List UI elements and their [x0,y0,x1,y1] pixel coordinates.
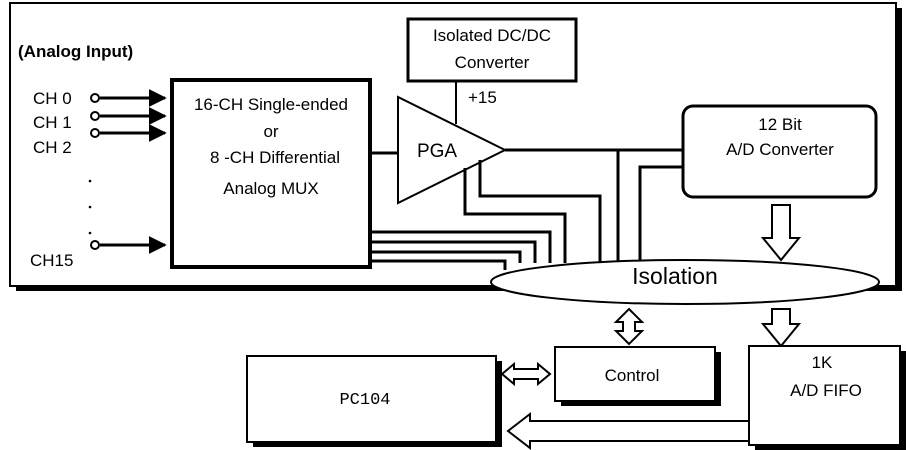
channel-input-1 [90,107,167,125]
pc104-block: PC104 [246,355,502,447]
analog-mux-block: 16-CH Single-ended or 8 -CH Differential… [170,78,372,269]
channel-input-0 [90,89,167,107]
adc-label-line1: 12 Bit [758,115,802,134]
channel-input-15 [90,236,167,254]
control-label: Control [605,366,660,385]
adc-label-line2: A/D Converter [726,140,834,159]
control-block: Control [554,346,721,406]
mux-label-line3: 8 -CH Differential [210,148,340,167]
fifo-label-line2: A/D FIFO [790,381,862,400]
pga-gain-lines [463,160,602,263]
channel-inputs [90,89,167,254]
fifo-label-line1: 1K [812,353,833,372]
pga-amplifier: PGA [397,95,508,205]
channel-labels: CH 0 CH 1 CH 2 CH15 [30,89,73,270]
dcdc-label-line1: Isolated DC/DC [433,26,551,45]
adc-block: 12 Bit A/D Converter [681,104,878,199]
fifo-to-pc104-arrow [506,411,750,450]
dcdc-label-line2: Converter [455,53,530,72]
mux-label-line2: or [263,122,278,141]
pga-to-adc-line [505,148,683,263]
analog-input-title: (Analog Input) [18,42,133,61]
isolation-label: Isolation [632,263,718,289]
mux-control-lines [370,230,552,270]
mux-label-line1: 16-CH Single-ended [194,95,348,114]
channel-input-2 [90,124,167,142]
isolation-control-arrow [613,307,645,346]
channel-ellipsis [88,179,92,235]
adc-to-isolation-arrow [760,204,802,262]
channel-label-15: CH15 [30,251,73,270]
channel-label-0: CH 0 [33,89,72,108]
pc104-label: PC104 [339,391,390,410]
channel-label-2: CH 2 [33,138,72,157]
pc104-control-arrow [500,361,552,387]
pga-label: PGA [417,141,457,162]
mux-label-line4: Analog MUX [223,179,318,198]
isolation-barrier: Isolation [490,259,880,305]
supply-label: +15 [468,88,497,107]
adc-control-line [638,165,683,263]
fifo-block: 1K A/D FIFO [748,345,906,450]
isolation-to-fifo-arrow [760,308,802,348]
channel-label-1: CH 1 [33,113,72,132]
dcdc-converter-block: Isolated DC/DC Converter [406,17,578,83]
